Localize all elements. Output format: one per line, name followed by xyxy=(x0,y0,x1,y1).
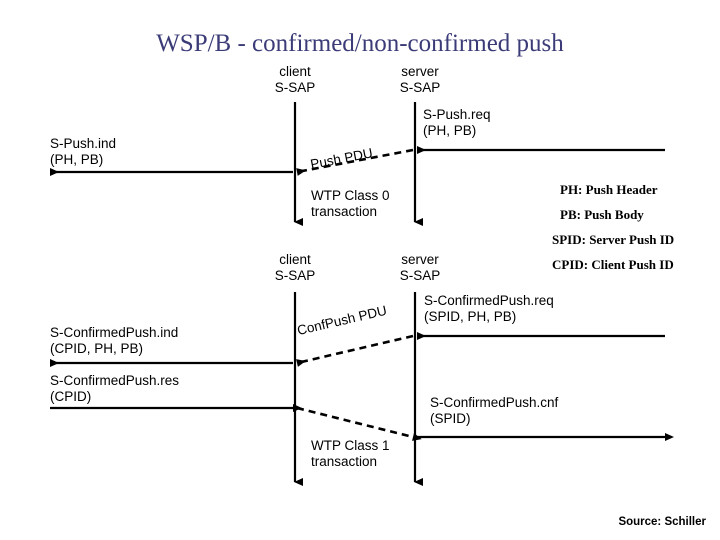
top-push-pdu-label: Push PDU xyxy=(309,145,374,172)
bottom-s-confirmedpush-res-label: S-ConfirmedPush.res (CPID) xyxy=(50,373,180,404)
top-s-push-req-label: S-Push.req (PH, PB) xyxy=(423,107,491,138)
legend-item-cpid: CPID: Client Push ID xyxy=(552,257,674,272)
bottom-ack-pdu-arrow xyxy=(296,406,422,441)
top-s-push-ind-label: S-Push.ind (PH, PB) xyxy=(50,136,117,167)
bottom-s-confirmedpush-cnf-label: S-ConfirmedPush.cnf (SPID) xyxy=(430,395,559,426)
page-title: WSP/B - confirmed/non-confirmed push xyxy=(156,30,564,57)
legend-item-pb: PB: Push Body xyxy=(560,207,644,222)
bottom-server-sap-label: server S-SAP xyxy=(399,252,441,283)
bottom-s-confirmedpush-ind-label: S-ConfirmedPush.ind (CPID, PH, PB) xyxy=(50,325,179,356)
bottom-confpush-pdu-arrow xyxy=(296,334,414,367)
bottom-client-sap-label: client S-SAP xyxy=(274,252,316,283)
bottom-s-confirmedpush-req-label: S-ConfirmedPush.req (SPID, PH, PB) xyxy=(424,293,554,324)
legend-item-ph: PH: Push Header xyxy=(560,182,658,197)
source-attribution: Source: Schiller xyxy=(618,516,706,528)
top-client-sap-label: client S-SAP xyxy=(274,64,316,95)
legend-item-spid: SPID: Server Push ID xyxy=(552,232,675,247)
bottom-wtp-class1-label: WTP Class 1 transaction xyxy=(311,438,390,469)
bottom-confpush-pdu-label: ConfPush PDU xyxy=(295,302,389,338)
top-server-sap-label: server S-SAP xyxy=(399,64,441,95)
top-wtp-class0-label: WTP Class 0 transaction xyxy=(311,188,390,219)
